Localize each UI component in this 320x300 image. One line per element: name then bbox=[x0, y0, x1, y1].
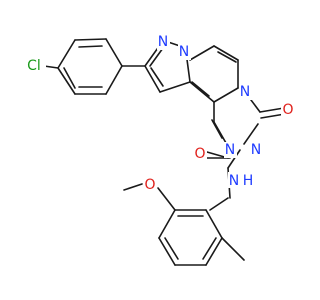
oxygen-label: O bbox=[282, 102, 293, 118]
oxygen-label: O bbox=[194, 146, 205, 162]
nitrogen-label: N bbox=[158, 34, 168, 50]
bond bbox=[105, 38, 123, 67]
chlorine-label: Cl bbox=[27, 58, 41, 74]
molecule-diagram: Cl N N N O N N O N H O bbox=[22, 34, 295, 266]
pyrazole-ring bbox=[144, 41, 191, 93]
triazolone-ring bbox=[211, 91, 286, 151]
nitrogen-label: N bbox=[225, 142, 235, 158]
bond bbox=[189, 45, 215, 61]
hydrogen-label: H bbox=[243, 173, 254, 189]
bond bbox=[227, 149, 241, 169]
bond bbox=[217, 51, 237, 63]
methoxy-methylphenyl-ring bbox=[123, 183, 245, 266]
nitrogen-label: N bbox=[240, 84, 250, 100]
bond bbox=[243, 123, 259, 145]
bond bbox=[205, 209, 223, 239]
nitrogen-label: N bbox=[179, 44, 189, 60]
bond bbox=[213, 45, 239, 61]
bond bbox=[57, 67, 76, 95]
bond bbox=[259, 107, 285, 113]
bond bbox=[221, 237, 245, 261]
bond bbox=[123, 183, 143, 191]
bond bbox=[150, 67, 164, 87]
nitrogen-label: N bbox=[229, 173, 239, 189]
bond bbox=[159, 81, 191, 93]
structure-svg: Cl N N N O N N O N H O bbox=[22, 34, 295, 266]
bond bbox=[105, 65, 123, 95]
bond bbox=[63, 67, 76, 89]
bond bbox=[74, 38, 107, 41]
bond bbox=[213, 87, 239, 103]
bond bbox=[164, 237, 179, 260]
bond bbox=[43, 65, 59, 69]
nitrogen-label: N bbox=[251, 142, 261, 158]
bond bbox=[78, 45, 103, 48]
bond bbox=[211, 119, 223, 139]
atom-labels: Cl N N N O N N O N H O bbox=[22, 34, 295, 193]
bond bbox=[158, 237, 176, 266]
bond bbox=[144, 65, 161, 93]
bond bbox=[202, 237, 217, 260]
bond bbox=[191, 81, 210, 97]
bond bbox=[149, 47, 164, 67]
bond bbox=[209, 197, 229, 211]
bond bbox=[158, 209, 176, 239]
chlorophenyl-ring bbox=[43, 38, 123, 95]
pyrazine-ring bbox=[189, 45, 239, 103]
oxygen-label: O bbox=[144, 177, 155, 193]
bond bbox=[189, 81, 215, 103]
bond bbox=[57, 39, 76, 69]
bond bbox=[157, 187, 176, 211]
bond bbox=[205, 237, 223, 266]
